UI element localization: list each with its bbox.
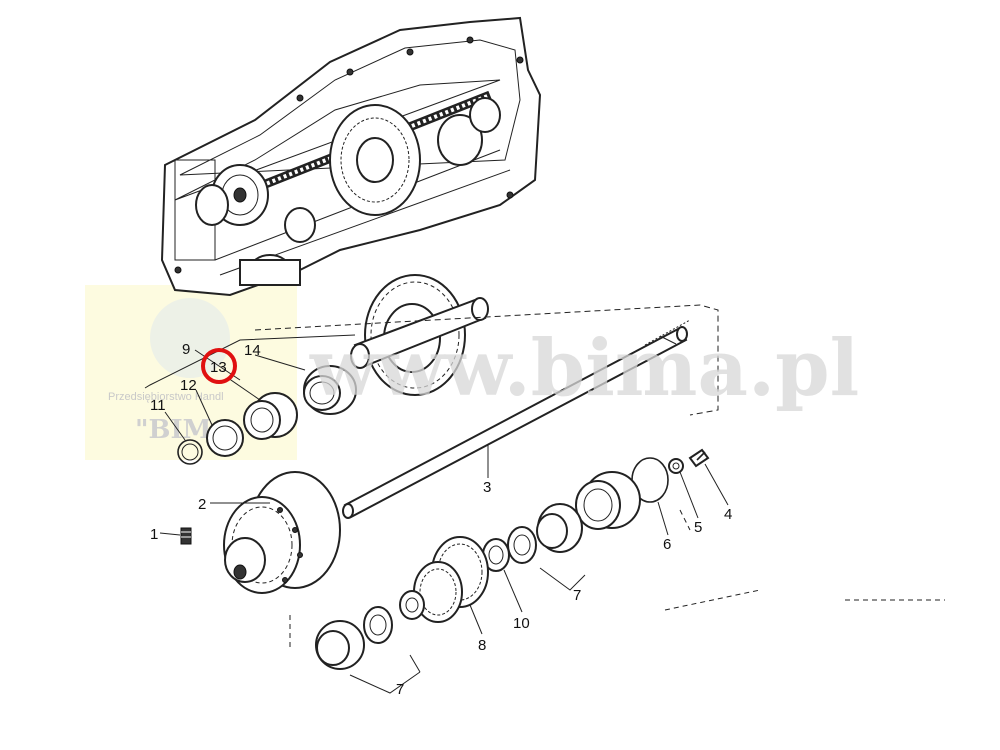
callout-13: 13 bbox=[210, 359, 227, 376]
washer-5 bbox=[668, 458, 684, 474]
highlight-ring-13 bbox=[201, 348, 237, 384]
shaft-3 bbox=[342, 319, 691, 519]
bearing-set-7-upper bbox=[507, 503, 583, 564]
callout-3: 3 bbox=[483, 479, 491, 496]
callout-2: 2 bbox=[198, 496, 206, 513]
ring-12 bbox=[206, 419, 244, 457]
circlip-11 bbox=[177, 439, 203, 465]
bolt-4 bbox=[688, 448, 710, 468]
watermark-logo bbox=[150, 298, 230, 378]
callout-10: 10 bbox=[513, 615, 530, 632]
callout-7-lower: 7 bbox=[396, 681, 404, 698]
cover-housing bbox=[575, 471, 641, 530]
callout-5: 5 bbox=[694, 519, 702, 536]
clutch-drum-2 bbox=[223, 471, 341, 594]
gear-cluster-8 bbox=[399, 536, 489, 623]
large-gear-assembly bbox=[350, 274, 489, 396]
bearing-13 bbox=[243, 392, 298, 440]
callout-8: 8 bbox=[478, 637, 486, 654]
watermark-url: www.bima.pl bbox=[309, 323, 859, 414]
callout-7-upper: 7 bbox=[573, 587, 581, 604]
callout-1: 1 bbox=[150, 526, 158, 543]
watermark-company: Przedsiębiorstwo Handl bbox=[108, 391, 224, 403]
callout-4: 4 bbox=[724, 506, 732, 523]
leader-lines bbox=[144, 334, 729, 694]
callout-14: 14 bbox=[244, 342, 261, 359]
callout-11: 11 bbox=[150, 397, 166, 414]
callout-12: 12 bbox=[180, 377, 197, 394]
bearing-set-7-lower bbox=[315, 606, 393, 670]
bearing-14 bbox=[303, 365, 357, 415]
transmission-housing bbox=[160, 16, 542, 297]
callout-9: 9 bbox=[182, 341, 190, 358]
watermark-brand: "BIM bbox=[135, 415, 211, 445]
callout-6: 6 bbox=[663, 536, 671, 553]
screw-1 bbox=[180, 527, 192, 545]
